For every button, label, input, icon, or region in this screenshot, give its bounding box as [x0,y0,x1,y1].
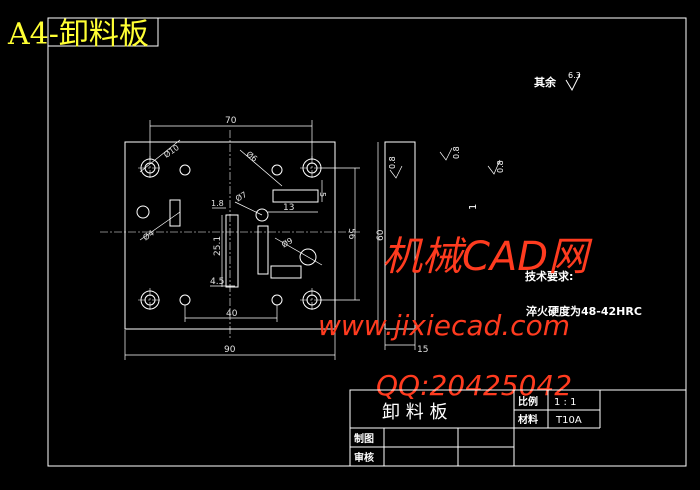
drawing-title: A4-卸料板 [7,17,149,52]
roughness-rest-value: 6.3 [568,71,581,80]
side-view-outline [384,141,416,330]
view-label-1: 1 [468,204,479,210]
dim-90: 90 [224,345,236,355]
title-block-scale-label: 比例 [518,395,538,408]
dim-60: 60 [376,229,386,241]
dim-70: 70 [225,116,237,126]
title-block-scale-value: 1 : 1 [554,397,576,408]
dim-phi4: Ø4 [141,228,156,243]
side-view-dims [377,142,501,350]
roughness-08-b: 0.8 [452,146,461,159]
dim-phi6: Ø6 [244,149,259,164]
slots [169,189,319,288]
title-corner-box [47,17,159,47]
roughness-rest-label: 其余 [534,75,557,89]
hardening-note: 淬火硬度为48-42HRC [526,304,642,318]
drawing-border [47,17,687,467]
dim-5: 5 [318,192,327,197]
title-block-material-label: 材料 [518,413,538,426]
title-block-checked-label: 审核 [354,451,374,464]
roughness-symbol-icon [565,73,581,92]
title-block-material-value: T10A [555,415,582,426]
roughness-08-c: 0.8 [496,160,505,173]
title-block-drawn-label: 制图 [354,432,374,445]
dim-phi9: Ø9 [280,235,295,249]
watermark-site-name: 机械CAD网 [382,234,593,280]
tech-requirements-title: 技术要求: [525,269,573,283]
dim-25-1: 25.1 [213,236,223,256]
title-block [349,389,687,467]
dim-1-8: 1.8 [211,199,224,208]
roughness-08-a: 0.8 [388,156,397,169]
dim-13: 13 [283,203,294,213]
dim-15: 15 [417,345,428,355]
watermark-url: www.jixiecad.com [318,309,570,342]
dim-phi7: Ø7 [234,189,249,203]
title-block-part-name: 卸 料 板 [382,402,447,423]
dimension-lines [124,120,360,360]
dim-phi10: Ø10 [162,142,181,160]
dim-4-5: 4.5 [210,277,224,287]
watermark-qq: QQ:20425042 [376,369,572,402]
dim-40: 40 [226,309,238,319]
dim-56: 56 [346,228,356,240]
